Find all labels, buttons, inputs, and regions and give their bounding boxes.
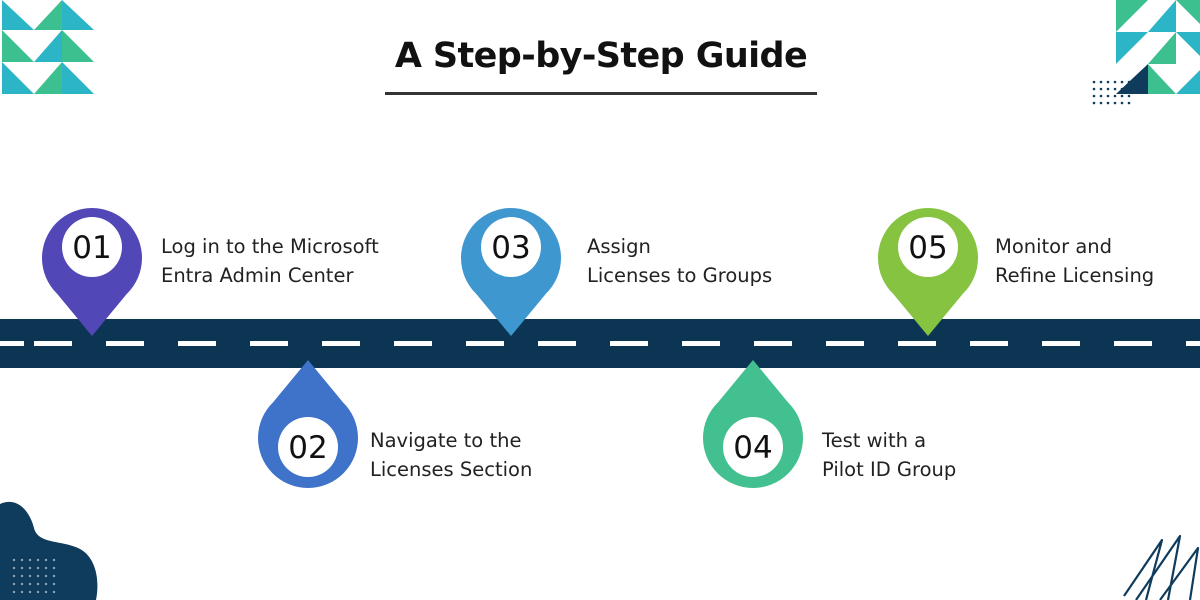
step-05-label-line-1: Monitor and xyxy=(995,235,1113,258)
step-05-pin-hole xyxy=(898,217,958,277)
triangle-pattern-top-right xyxy=(1116,0,1200,94)
dot-grid-bottom-left xyxy=(12,558,56,594)
step-02-pin-hole xyxy=(278,417,338,477)
step-03-pin-hole xyxy=(481,217,541,277)
step-01-number: 01 xyxy=(72,230,111,266)
title-underline xyxy=(385,92,817,95)
step-03-label-line-1: Assign xyxy=(587,235,651,258)
step-03-number: 03 xyxy=(491,230,530,266)
squiggle-lines xyxy=(1123,534,1200,600)
step-02-number: 02 xyxy=(288,430,327,466)
step-02-label: Navigate to the Licenses Section xyxy=(370,426,532,484)
step-01-label-line-1: Log in to the Microsoft xyxy=(161,235,379,258)
triangle-pattern-top-left xyxy=(2,0,94,94)
step-04-number: 04 xyxy=(733,430,772,466)
step-01-label-line-2: Entra Admin Center xyxy=(161,264,354,287)
page-title: A Step-by-Step Guide xyxy=(394,36,808,76)
step-03-label-line-2: Licenses to Groups xyxy=(587,264,773,287)
step-05-label: Monitor and Refine Licensing xyxy=(995,232,1154,290)
road-lane-dashes xyxy=(0,341,1200,346)
step-04-pin: 04 xyxy=(703,360,803,489)
step-01-pin-hole xyxy=(62,217,122,277)
step-03-pin: 03 xyxy=(461,207,562,336)
step-01-pin: 01 xyxy=(41,207,142,336)
step-02-label-line-2: Licenses Section xyxy=(370,458,533,481)
step-03-label: Assign Licenses to Groups xyxy=(587,232,772,290)
dot-grid-top-right xyxy=(1092,80,1131,105)
step-04-label-line-1: Test with a xyxy=(822,429,927,452)
step-02-label-line-1: Navigate to the xyxy=(370,429,522,452)
blob-shape xyxy=(0,501,98,600)
step-05-pin: 05 xyxy=(878,207,978,336)
step-05-label-line-2: Refine Licensing xyxy=(995,264,1155,287)
step-05-number: 05 xyxy=(908,230,947,266)
step-01-label: Log in to the Microsoft Entra Admin Cent… xyxy=(161,232,379,290)
step-04-pin-hole xyxy=(723,417,783,477)
step-02-pin: 02 xyxy=(257,360,358,489)
step-04-label: Test with a Pilot ID Group xyxy=(822,426,956,484)
step-04-label-line-2: Pilot ID Group xyxy=(822,458,957,481)
